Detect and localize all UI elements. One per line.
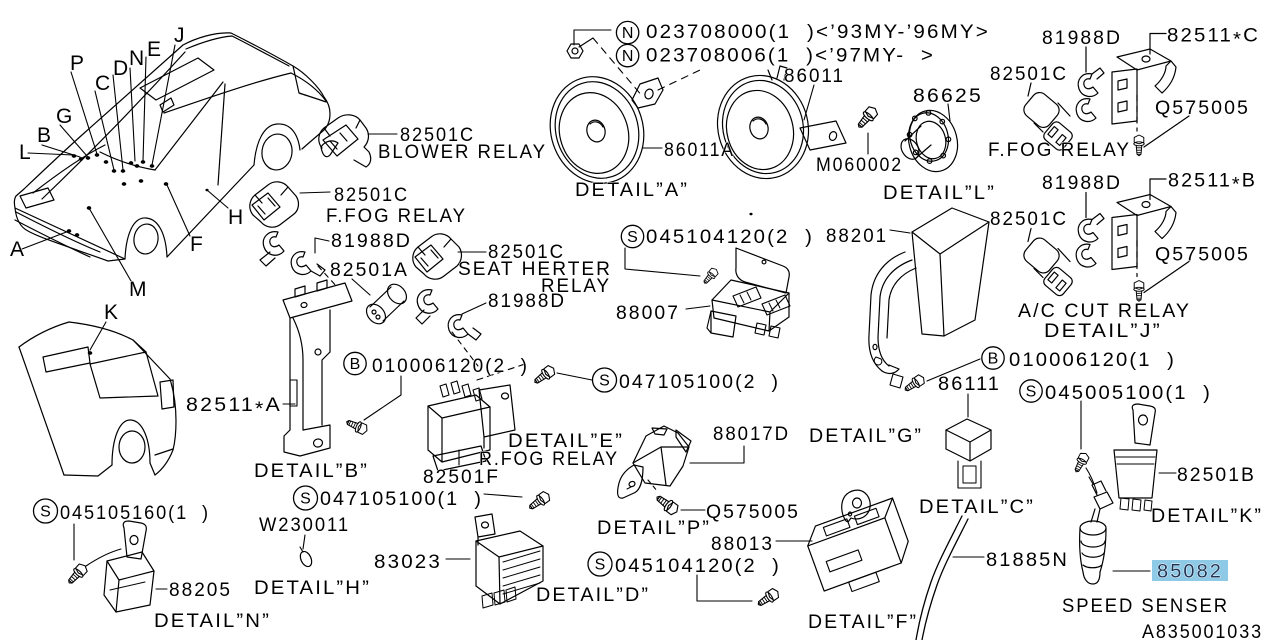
svg-text:82501C: 82501C: [488, 242, 565, 263]
svg-text:C: C: [95, 72, 112, 95]
svg-text:88007: 88007: [616, 303, 680, 324]
svg-text:N: N: [622, 48, 634, 65]
svg-text:B: B: [988, 351, 999, 368]
svg-text:W230011: W230011: [259, 515, 350, 536]
svg-text:DETAIL”A”: DETAIL”A”: [575, 180, 689, 201]
svg-text:M060002: M060002: [816, 155, 903, 176]
svg-text:B: B: [350, 356, 361, 373]
svg-text:88201: 88201: [826, 226, 888, 247]
svg-text:S: S: [595, 557, 606, 574]
svg-text:82501C: 82501C: [400, 125, 475, 146]
svg-text:82511*B: 82511*B: [1168, 171, 1257, 196]
svg-text:S: S: [627, 229, 638, 246]
svg-text:Q575005: Q575005: [1155, 245, 1250, 266]
svg-text:K: K: [104, 301, 120, 324]
svg-text:B: B: [37, 124, 53, 147]
svg-text:A/C CUT RELAY: A/C CUT RELAY: [1018, 301, 1191, 322]
svg-text:86625: 86625: [913, 86, 983, 107]
svg-text:83023: 83023: [374, 552, 442, 573]
svg-text:010006120(2 ): 010006120(2 ): [372, 356, 529, 377]
svg-text:81988D: 81988D: [331, 231, 412, 252]
svg-text:L: L: [19, 141, 33, 164]
svg-text:045105160(1 ): 045105160(1 ): [60, 503, 210, 524]
svg-text:82501C: 82501C: [334, 185, 409, 206]
svg-text:82501A: 82501A: [330, 260, 409, 281]
svg-text:N: N: [129, 47, 146, 70]
svg-text:88017D: 88017D: [713, 424, 790, 445]
svg-text:A: A: [10, 238, 26, 261]
svg-text:F.FOG RELAY: F.FOG RELAY: [326, 206, 467, 227]
svg-text:DETAIL”K”: DETAIL”K”: [1151, 506, 1263, 527]
svg-text:81988D: 81988D: [488, 291, 566, 312]
svg-text:R.FOG RELAY: R.FOG RELAY: [479, 449, 619, 470]
svg-text:82501C: 82501C: [990, 209, 1068, 230]
svg-text:S: S: [1026, 384, 1037, 401]
svg-text:DETAIL”L”: DETAIL”L”: [883, 183, 996, 204]
svg-text:81988D: 81988D: [1042, 173, 1122, 194]
svg-text:045005100(1 ): 045005100(1 ): [1045, 383, 1212, 404]
svg-text:DETAIL”C”: DETAIL”C”: [919, 497, 1035, 518]
svg-text:DETAIL”N”: DETAIL”N”: [154, 611, 271, 632]
svg-text:BLOWER RELAY: BLOWER RELAY: [378, 142, 547, 163]
svg-text:023708000(1 )<’93MY-’96MY>: 023708000(1 )<’93MY-’96MY>: [646, 22, 990, 43]
svg-text:045104120(2 ): 045104120(2 ): [646, 227, 814, 248]
svg-text:DETAIL”D”: DETAIL”D”: [536, 585, 650, 606]
svg-text:82511*C: 82511*C: [1167, 26, 1260, 51]
svg-text:G: G: [56, 105, 74, 128]
svg-text:023708006(1 )<’97MY- >: 023708006(1 )<’97MY- >: [646, 45, 935, 66]
svg-text:82501C: 82501C: [990, 64, 1068, 85]
svg-text:J: J: [174, 24, 187, 47]
svg-text:DETAIL”F”: DETAIL”F”: [808, 612, 918, 633]
svg-text:047105100(2 ): 047105100(2 ): [619, 372, 780, 393]
svg-text:88205: 88205: [169, 580, 232, 601]
svg-text:D: D: [113, 57, 130, 80]
svg-text:DETAIL”J”: DETAIL”J”: [1044, 321, 1162, 342]
svg-text:Q575005: Q575005: [1155, 98, 1250, 119]
svg-text:81988D: 81988D: [1042, 28, 1122, 49]
svg-text:SPEED SENSER: SPEED SENSER: [1062, 596, 1229, 617]
svg-text:SEAT HERTER: SEAT HERTER: [458, 259, 612, 280]
svg-text:A835001033: A835001033: [1142, 622, 1263, 640]
svg-text:S: S: [300, 491, 311, 508]
svg-text:DETAIL”G”: DETAIL”G”: [809, 426, 923, 447]
svg-text:82501B: 82501B: [1177, 465, 1256, 486]
svg-text:Q575005: Q575005: [706, 502, 800, 523]
svg-text:DETAIL”P”: DETAIL”P”: [597, 518, 711, 539]
svg-text:N: N: [622, 25, 634, 42]
svg-text:F: F: [190, 233, 205, 256]
svg-text:82511*A: 82511*A: [186, 395, 282, 420]
svg-text:S: S: [40, 504, 51, 521]
svg-text:045104120(2 ): 045104120(2 ): [615, 556, 781, 577]
svg-text:DETAIL”B”: DETAIL”B”: [254, 461, 369, 482]
svg-text:P: P: [70, 52, 86, 75]
svg-text:F.FOG RELAY: F.FOG RELAY: [988, 140, 1131, 161]
svg-text:85082: 85082: [1157, 562, 1223, 583]
svg-text:82501F: 82501F: [423, 467, 500, 488]
svg-text:047105100(1 ): 047105100(1 ): [320, 489, 483, 510]
svg-text:81885N: 81885N: [986, 550, 1069, 571]
svg-text:DETAIL”H”: DETAIL”H”: [254, 578, 371, 599]
svg-text:86011: 86011: [784, 66, 845, 87]
svg-text:DETAIL”E”: DETAIL”E”: [508, 431, 624, 452]
svg-text:H: H: [228, 206, 245, 229]
svg-text:RELAY: RELAY: [541, 276, 611, 297]
svg-text:88013: 88013: [711, 534, 774, 555]
svg-text:M: M: [129, 278, 149, 301]
svg-text:010006120(1 ): 010006120(1 ): [1009, 350, 1176, 371]
svg-text:86011A: 86011A: [664, 140, 735, 161]
svg-text:E: E: [147, 38, 163, 61]
svg-text:S: S: [599, 373, 610, 390]
svg-text:86111: 86111: [938, 374, 1001, 395]
